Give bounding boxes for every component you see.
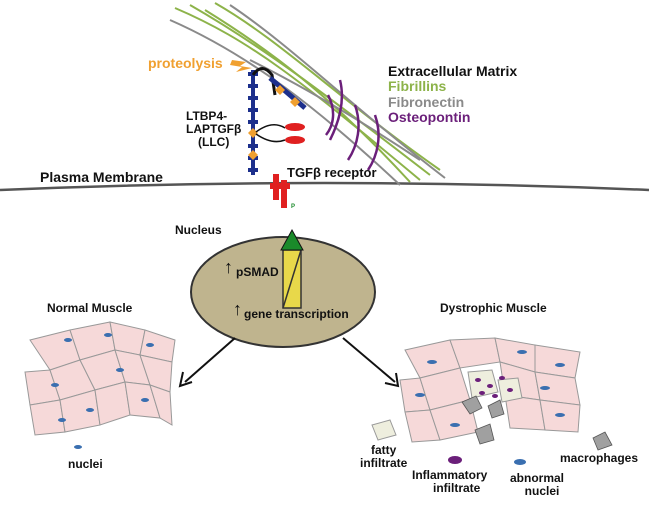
ltbp-label: LTBP4- LAPTGFβ (LLC) [186, 109, 242, 150]
inflammatory-line1: Inflammatory [412, 468, 488, 482]
ltbp4-complex [248, 67, 305, 175]
abnormal-nuclei-label: abnormal nuclei [510, 471, 565, 499]
output-arrows [178, 337, 400, 388]
ecm-title: Extracellular Matrix [388, 63, 518, 79]
ltbp-label-line2: LAPTGFβ [186, 122, 242, 137]
dystrophic-nuclei [415, 350, 565, 427]
ecm-legend: Extracellular Matrix Fibrillins Fibronec… [388, 63, 518, 126]
phospho-label: P [291, 204, 296, 210]
abnormal-nuclei-line2: nuclei [524, 484, 560, 499]
inflammatory-infiltrate-label: Inflammatory infiltrate [412, 468, 488, 496]
inflammatory-line2: infiltrate [433, 481, 481, 496]
dystrophic-inflammatory [475, 376, 513, 398]
normal-muscle-tissue [24, 321, 176, 436]
ltbp-label-line3: (LLC) [198, 135, 230, 150]
macrophages-label: macrophages [560, 451, 639, 465]
fatty-infiltrate-label: fatty infiltrate [360, 443, 408, 471]
ltbp-label-line1: LTBP4- [186, 109, 228, 123]
ecm-item-fibrillins: Fibrillins [388, 78, 447, 95]
abnormal-nuclei-icon [514, 459, 526, 465]
fatty-infiltrate-line1: fatty [371, 443, 397, 457]
inflammatory-infiltrate-icon [448, 456, 462, 464]
tgfb-receptor [270, 174, 290, 208]
dystrophic-muscle-label: Dystrophic Muscle [440, 301, 547, 315]
gene-transcription-arrow: ↑ [233, 299, 242, 319]
fatty-infiltrate-icon [371, 419, 397, 441]
dystrophic-macrophages [461, 395, 505, 445]
ecm-item-fibronectin: Fibronectin [388, 93, 465, 110]
nucleus-label: Nucleus [175, 223, 222, 237]
dystrophic-fat-patches [467, 369, 523, 403]
macrophage-icon [592, 431, 613, 451]
fatty-infiltrate-line2: infiltrate [360, 456, 408, 471]
normal-muscle-label: Normal Muscle [47, 301, 133, 315]
plasma-membrane [0, 181, 649, 192]
ecm-fibers [169, 2, 446, 186]
proteolysis-label: proteolysis [148, 55, 223, 71]
normal-nuclei [51, 333, 154, 449]
smad-glyph [280, 228, 304, 309]
fiber-bound-ltbp [268, 76, 307, 110]
nuclei-label: nuclei [68, 457, 103, 471]
tgf-receptor-label: TGFβ receptor [287, 165, 377, 180]
proteolysis-bolt [230, 60, 252, 72]
abnormal-nuclei-line1: abnormal [510, 471, 565, 485]
gene-transcription-label: gene transcription [244, 307, 349, 321]
plasma-membrane-label: Plasma Membrane [40, 169, 163, 185]
psmad-label: pSMAD [236, 265, 279, 279]
ecm-item-osteopontin: Osteopontin [388, 109, 471, 126]
psmad-arrow: ↑ [224, 257, 233, 277]
